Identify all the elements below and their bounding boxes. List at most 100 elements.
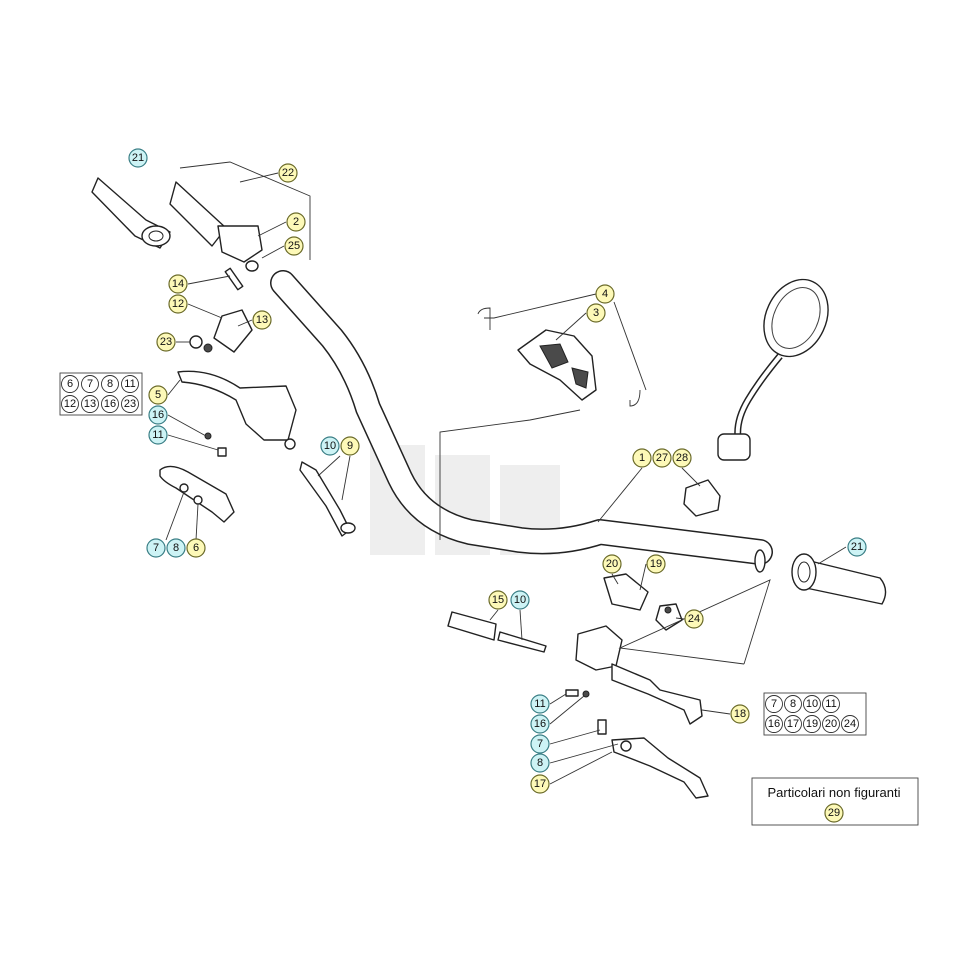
callout-25: 25 <box>284 236 304 256</box>
callout-24: 24 <box>684 609 704 629</box>
left-adjuster <box>299 461 356 537</box>
callout-12: 12 <box>168 294 188 314</box>
svg-text:19: 19 <box>806 718 818 730</box>
svg-text:12: 12 <box>172 298 184 310</box>
handlebar-clamp <box>477 307 641 407</box>
svg-text:8: 8 <box>790 698 796 710</box>
brake-lever <box>611 737 709 799</box>
kit-cell-7: 7 <box>81 375 99 393</box>
svg-text:11: 11 <box>825 698 836 710</box>
svg-text:16: 16 <box>534 718 546 730</box>
note-item-callout: 29 <box>824 803 844 823</box>
svg-text:1: 1 <box>639 452 645 464</box>
svg-text:6: 6 <box>67 378 73 390</box>
callout-6: 6 <box>186 538 206 558</box>
callout-1: 1 <box>632 448 652 468</box>
callout-3: 3 <box>586 303 606 323</box>
svg-text:7: 7 <box>537 738 543 750</box>
svg-text:11: 11 <box>124 378 135 390</box>
callout-10: 10 <box>320 436 340 456</box>
callout-13: 13 <box>252 310 272 330</box>
kit-cell-24: 24 <box>841 715 859 733</box>
svg-text:20: 20 <box>825 718 837 730</box>
svg-text:6: 6 <box>193 542 199 554</box>
svg-text:19: 19 <box>650 558 662 570</box>
kit-cell-6: 6 <box>61 375 79 393</box>
kit-cell-11: 11 <box>822 695 840 713</box>
callout-10: 10 <box>510 590 530 610</box>
callout-4: 4 <box>595 284 615 304</box>
brake-master-cylinder <box>575 625 703 725</box>
note-title: Particolari non figuranti <box>768 785 901 800</box>
svg-text:13: 13 <box>84 398 96 410</box>
leader-lines <box>165 161 847 785</box>
svg-text:12: 12 <box>64 398 76 410</box>
svg-text:5: 5 <box>155 389 161 401</box>
kit-cell-17: 17 <box>784 715 802 733</box>
callout-17: 17 <box>530 774 550 794</box>
svg-text:21: 21 <box>132 152 144 164</box>
svg-text:17: 17 <box>534 778 546 790</box>
svg-text:22: 22 <box>282 167 294 179</box>
callout-2: 2 <box>286 212 306 232</box>
svg-text:7: 7 <box>153 542 159 554</box>
callout-8: 8 <box>530 753 550 773</box>
svg-text:23: 23 <box>160 336 172 348</box>
callout-16: 16 <box>148 405 168 425</box>
svg-text:3: 3 <box>593 307 599 319</box>
svg-text:7: 7 <box>87 378 93 390</box>
callout-27: 27 <box>652 448 672 468</box>
callout-11: 11 <box>148 425 168 445</box>
kit-cell-16: 16 <box>765 715 783 733</box>
kit-cell-20: 20 <box>822 715 840 733</box>
svg-text:10: 10 <box>514 594 526 606</box>
svg-text:10: 10 <box>324 440 336 452</box>
kit-cell-8: 8 <box>101 375 119 393</box>
svg-text:9: 9 <box>347 440 353 452</box>
throttle-grip <box>169 181 263 272</box>
svg-text:7: 7 <box>771 698 777 710</box>
callout-7: 7 <box>146 538 166 558</box>
svg-text:29: 29 <box>828 807 840 819</box>
callout-7: 7 <box>530 734 550 754</box>
svg-text:18: 18 <box>734 708 746 720</box>
mirror <box>717 278 829 461</box>
left-grip <box>91 177 171 249</box>
callout-20: 20 <box>602 554 622 574</box>
callout-18: 18 <box>730 704 750 724</box>
kit-cell-7: 7 <box>765 695 783 713</box>
callout-11: 11 <box>530 694 550 714</box>
callout-5: 5 <box>148 385 168 405</box>
callout-22: 22 <box>278 163 298 183</box>
clutch-lever-cable <box>159 465 235 523</box>
svg-text:16: 16 <box>768 718 780 730</box>
callout-15: 15 <box>488 590 508 610</box>
svg-text:11: 11 <box>152 429 163 441</box>
svg-text:8: 8 <box>537 757 543 769</box>
callout-9: 9 <box>340 436 360 456</box>
kit-cell-12: 12 <box>61 395 79 413</box>
svg-text:24: 24 <box>844 718 856 730</box>
svg-text:27: 27 <box>656 452 668 464</box>
svg-text:24: 24 <box>688 613 700 625</box>
callout-8: 8 <box>166 538 186 558</box>
callout-28: 28 <box>672 448 692 468</box>
kit-cell-11: 11 <box>121 375 139 393</box>
svg-text:21: 21 <box>851 541 863 553</box>
svg-text:16: 16 <box>152 409 164 421</box>
kit-cell-13: 13 <box>81 395 99 413</box>
callout-23: 23 <box>156 332 176 352</box>
brake-adjuster <box>447 611 547 653</box>
kit-cell-8: 8 <box>784 695 802 713</box>
svg-text:16: 16 <box>104 398 116 410</box>
note-box: Particolari non figuranti 29 <box>751 777 919 826</box>
svg-text:2: 2 <box>293 216 299 228</box>
svg-text:14: 14 <box>172 278 184 290</box>
handlebar <box>270 270 773 573</box>
callout-21: 21 <box>847 537 867 557</box>
svg-text:11: 11 <box>534 698 545 710</box>
